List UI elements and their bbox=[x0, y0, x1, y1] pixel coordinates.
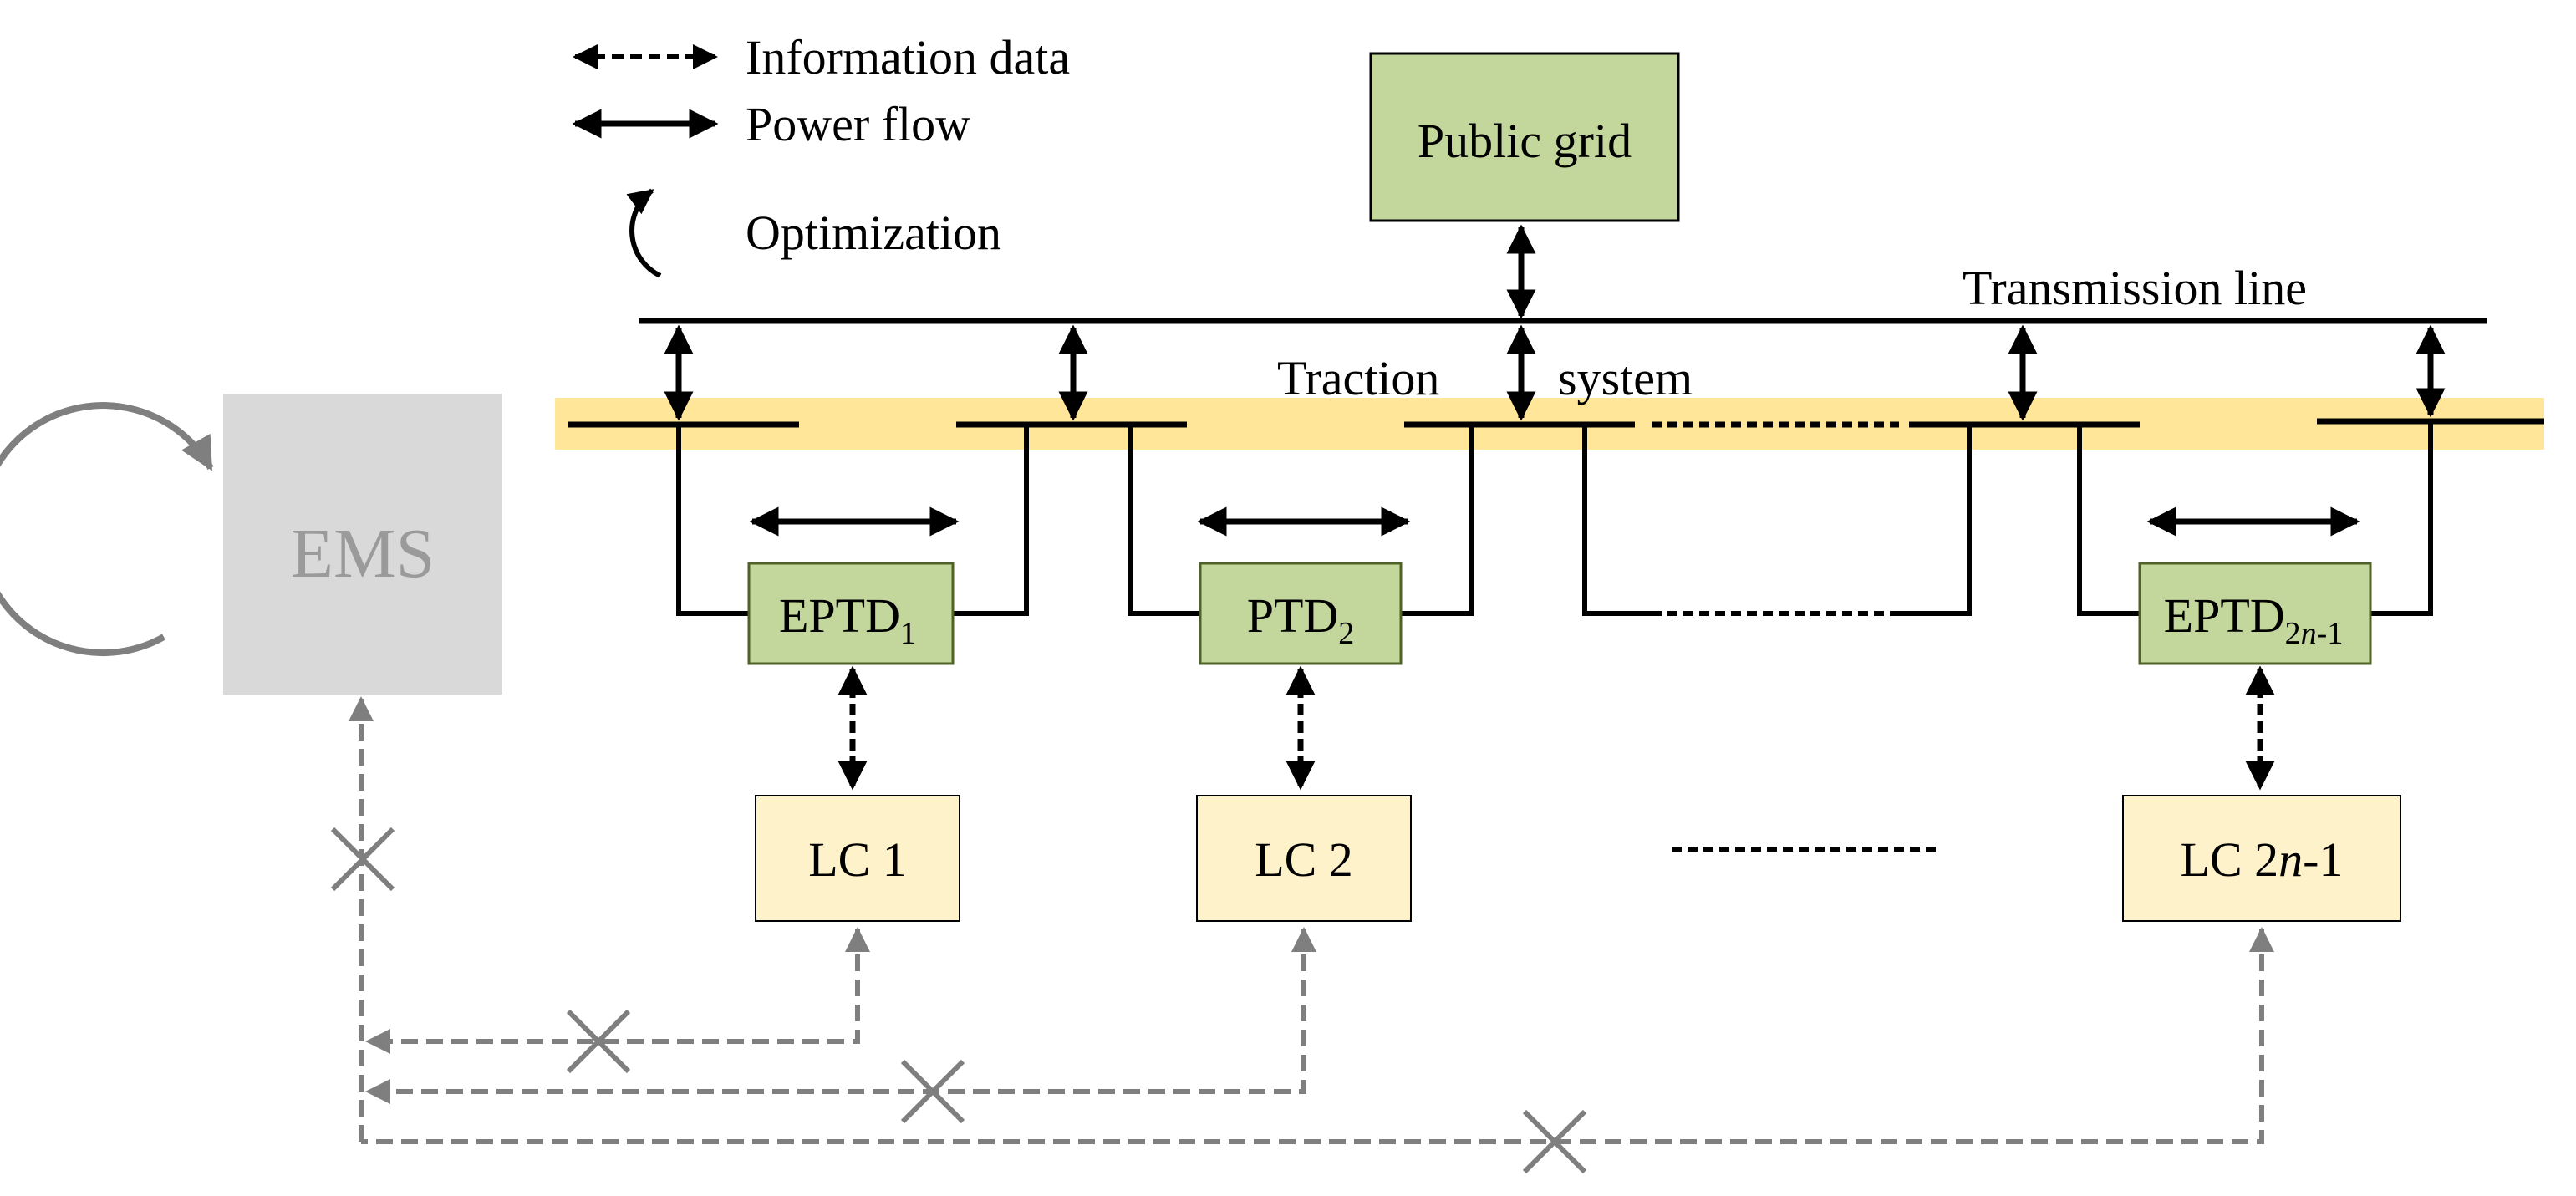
ems-label: EMS bbox=[291, 515, 435, 593]
eptd1-wiring bbox=[676, 425, 749, 616]
cross-icon bbox=[900, 1059, 965, 1124]
legend: Information data Power flow Optimization bbox=[572, 30, 1070, 278]
eptd2n1-box bbox=[2138, 562, 2372, 665]
device-eptd1: EPTD1 bbox=[747, 562, 955, 665]
power-flow-legend-label: Power flow bbox=[746, 97, 970, 151]
ptd2-label: PTD2 bbox=[1247, 588, 1355, 651]
lc1: LC 1 bbox=[755, 795, 960, 922]
middle-wiring bbox=[1899, 425, 1972, 616]
lc2-label: LC 2 bbox=[1255, 832, 1353, 887]
lc2n1-label: LC 2n-1 bbox=[2181, 832, 2344, 887]
ems-optimization-icon bbox=[0, 402, 214, 657]
traction-segments bbox=[568, 418, 2544, 428]
lc2-to-ems-comm bbox=[365, 927, 1316, 1104]
lc2-box bbox=[1196, 795, 1412, 922]
lc1-label: LC 1 bbox=[808, 832, 907, 887]
cross-icon bbox=[330, 827, 395, 892]
eptd1-label: EPTD1 bbox=[779, 588, 916, 651]
info-data-legend-label: Information data bbox=[746, 30, 1070, 84]
device-wiring bbox=[676, 421, 2433, 616]
lc2n1-to-ems-comm bbox=[361, 927, 2274, 1144]
public-grid-label: Public grid bbox=[1418, 114, 1632, 168]
middle-wiring bbox=[1582, 425, 1652, 616]
lc2n1: LC 2n-1 bbox=[2122, 795, 2401, 922]
lc2: LC 2 bbox=[1196, 795, 1412, 922]
public-grid-box bbox=[1369, 52, 1680, 222]
optimization-legend-label: Optimization bbox=[746, 206, 1001, 260]
eptd2n1-wiring bbox=[2077, 425, 2140, 616]
cross-icon bbox=[566, 1009, 631, 1074]
cross-icon bbox=[1522, 1109, 1587, 1174]
cross-marks bbox=[330, 827, 1587, 1174]
traction-label: Traction bbox=[1277, 351, 1439, 405]
ptd2-wiring bbox=[1128, 425, 1200, 616]
system-label: system bbox=[1558, 351, 1693, 405]
lc2n1-box bbox=[2122, 795, 2401, 922]
lc1-box bbox=[755, 795, 960, 922]
optimization-legend-icon bbox=[626, 188, 662, 278]
ptd2-wiring bbox=[1401, 425, 1474, 616]
device-ptd2: PTD2 bbox=[1199, 562, 1403, 665]
transmission-line-label: Transmission line bbox=[1963, 261, 2307, 315]
device-eptd2n1: EPTD2n-1 bbox=[2138, 562, 2372, 665]
ptd2-box bbox=[1199, 562, 1403, 665]
substation-power-arrows bbox=[664, 324, 2446, 421]
disabled-communication bbox=[349, 696, 2274, 1144]
eptd2n1-label: EPTD2n-1 bbox=[2164, 588, 2344, 651]
ems-box bbox=[223, 394, 502, 695]
eptd1-wiring bbox=[953, 425, 1029, 616]
eptd1-box bbox=[747, 562, 955, 665]
eptd2n1-wiring bbox=[2370, 421, 2433, 616]
